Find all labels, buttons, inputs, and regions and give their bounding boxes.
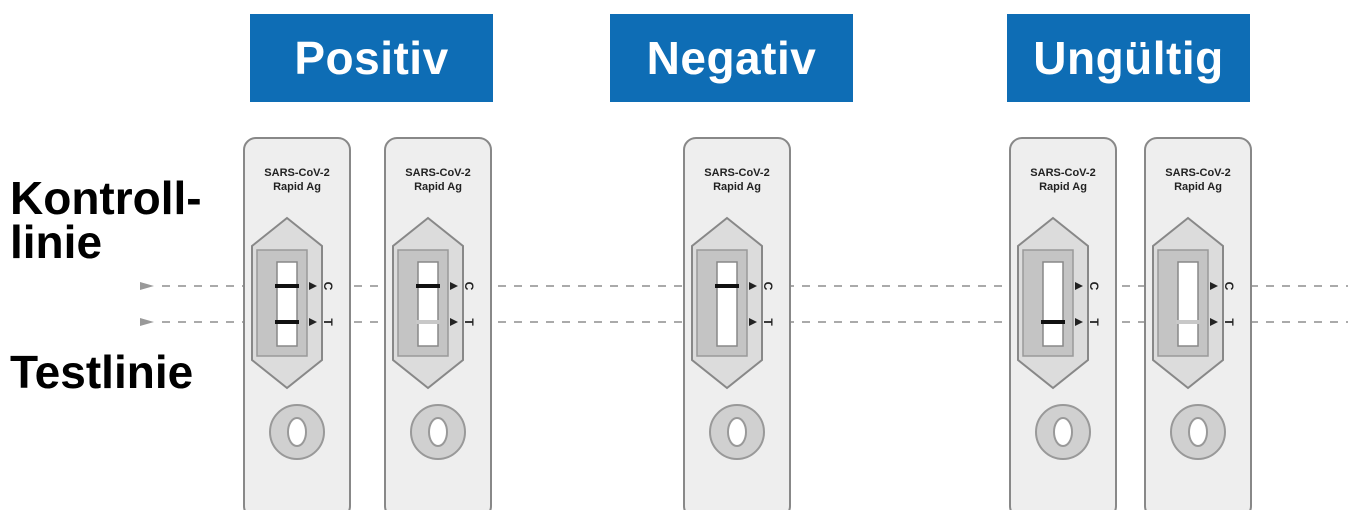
sample-well-hole bbox=[1188, 417, 1208, 447]
membrane-strip bbox=[276, 261, 298, 347]
control-arrow-icon bbox=[450, 282, 458, 290]
test-mark: T bbox=[761, 318, 775, 326]
control-band bbox=[715, 284, 739, 288]
cassette-title: SARS-CoV-2 bbox=[1165, 167, 1230, 179]
result-banner-invalid: Ungültig bbox=[1007, 14, 1250, 102]
test-arrow-icon bbox=[749, 318, 757, 326]
test-mark: T bbox=[462, 318, 476, 326]
membrane-strip bbox=[417, 261, 439, 347]
control-mark: C bbox=[1222, 282, 1236, 291]
test-mark: T bbox=[321, 318, 335, 326]
control-band bbox=[416, 284, 440, 288]
test-mark: T bbox=[1222, 318, 1236, 326]
control-line-label: Kontroll- linie bbox=[10, 172, 202, 268]
control-arrow-icon bbox=[1210, 282, 1218, 290]
control-arrow-icon bbox=[749, 282, 757, 290]
cassette-subtitle: Rapid Ag bbox=[1174, 181, 1222, 193]
cassette-subtitle: Rapid Ag bbox=[1039, 181, 1087, 193]
membrane-strip bbox=[716, 261, 738, 347]
cassette-subtitle: Rapid Ag bbox=[713, 181, 761, 193]
test-band bbox=[275, 320, 299, 324]
test-line-label: Testlinie bbox=[10, 346, 194, 398]
cassette-title: SARS-CoV-2 bbox=[1030, 167, 1095, 179]
sample-well-hole bbox=[727, 417, 747, 447]
control-guide-arrow bbox=[140, 282, 154, 290]
sample-well-hole bbox=[287, 417, 307, 447]
result-banner-negative: Negativ bbox=[610, 14, 853, 102]
control-arrow-icon bbox=[309, 282, 317, 290]
sample-well-hole bbox=[1053, 417, 1073, 447]
test-arrow-icon bbox=[1075, 318, 1083, 326]
cassette-title: SARS-CoV-2 bbox=[405, 167, 470, 179]
test-arrow-icon bbox=[309, 318, 317, 326]
control-mark: C bbox=[1087, 282, 1101, 291]
control-mark: C bbox=[321, 282, 335, 291]
membrane-strip bbox=[1177, 261, 1199, 347]
control-arrow-icon bbox=[1075, 282, 1083, 290]
test-band bbox=[1176, 320, 1200, 324]
test-arrow-icon bbox=[1210, 318, 1218, 326]
test-band bbox=[416, 320, 440, 324]
test-guide-arrow bbox=[140, 318, 154, 326]
control-mark: C bbox=[462, 282, 476, 291]
result-banner-positive: Positiv bbox=[250, 14, 493, 102]
cassette-title: SARS-CoV-2 bbox=[704, 167, 769, 179]
cassette-title: SARS-CoV-2 bbox=[264, 167, 329, 179]
control-mark: C bbox=[761, 282, 775, 291]
cassette-subtitle: Rapid Ag bbox=[273, 181, 321, 193]
test-mark: T bbox=[1087, 318, 1101, 326]
sample-well-hole bbox=[428, 417, 448, 447]
membrane-strip bbox=[1042, 261, 1064, 347]
cassette-subtitle: Rapid Ag bbox=[414, 181, 462, 193]
test-band bbox=[1041, 320, 1065, 324]
control-band bbox=[275, 284, 299, 288]
test-arrow-icon bbox=[450, 318, 458, 326]
